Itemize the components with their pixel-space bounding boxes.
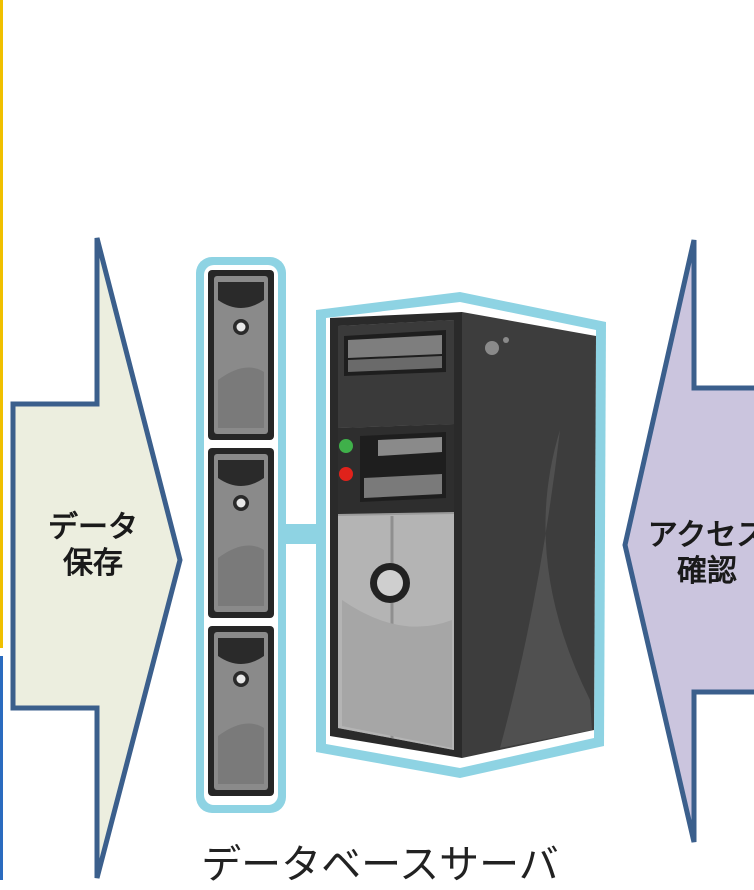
- yellow-edge-line: [0, 0, 3, 648]
- access-check-arrow: [622, 239, 754, 843]
- data-storage-label-line2: 保存: [63, 546, 123, 581]
- data-storage-label: データ 保存: [28, 510, 158, 582]
- drive-bay-2: [208, 448, 274, 618]
- data-storage-arrow: [10, 237, 183, 879]
- drive-bay-3: [208, 626, 274, 796]
- access-check-label: アクセス 確認: [622, 518, 754, 590]
- blue-edge-line: [0, 656, 3, 880]
- access-check-label-line2: 確認: [677, 554, 737, 589]
- power-led-red: [339, 467, 353, 481]
- drive-stack: [196, 257, 286, 813]
- data-storage-label-line1: データ: [48, 510, 138, 545]
- optical-drive-bay: [344, 330, 446, 376]
- access-check-label-line1: アクセス: [647, 518, 754, 553]
- tower-server: [316, 292, 606, 778]
- connector-bar: [282, 524, 324, 544]
- media-bay: [360, 432, 446, 502]
- database-server-caption: データベースサーバ: [201, 842, 559, 888]
- power-led-green: [339, 439, 353, 453]
- drive-bay-1: [208, 270, 274, 440]
